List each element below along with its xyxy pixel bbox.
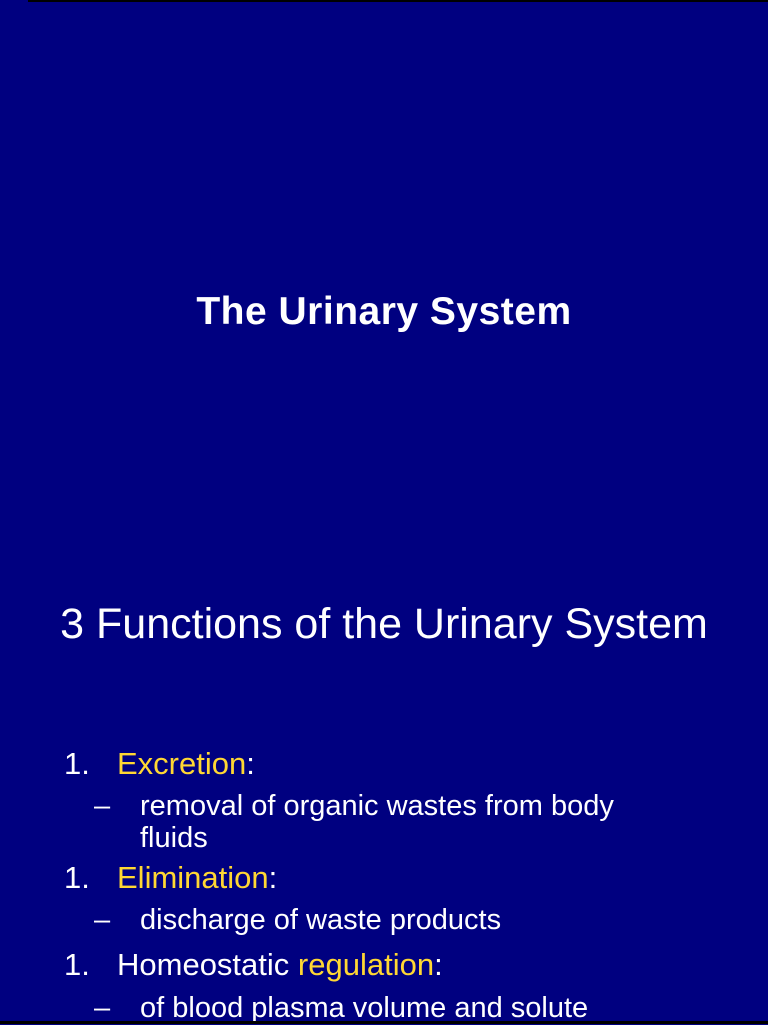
slide-title: The Urinary System [196,290,572,333]
bottom-edge-strip [0,1021,768,1024]
list-item-colon: : [434,947,443,982]
list-item-keyword: regulation [297,947,435,982]
dash-bullet-icon: – [94,904,111,936]
list-item-number: 1. [64,947,90,982]
list-item-label: Excretion: [117,745,255,783]
dash-bullet-icon: – [94,790,111,822]
list-item-label: Elimination: [117,859,277,897]
list-item-number: 1. [64,746,90,781]
top-edge-strip [28,0,768,2]
list-item-number: 1. [64,860,90,895]
list-item-keyword: Excretion [117,746,247,781]
sub-bullet-text: of blood plasma volume and solute [140,992,589,1024]
list-item-colon: : [268,860,278,895]
sub-bullet-text: discharge of waste products [140,904,502,936]
sub-bullet-text: removal of organic wastes from body [140,790,614,822]
list-item-label: Homeostatic regulation: [117,946,443,984]
sub-bullet-text: fluids [140,822,208,854]
dash-bullet-icon: – [94,992,111,1024]
list-item-prefix: Homeostatic [117,947,298,982]
functions-slide-heading: 3 Functions of the Urinary System [60,600,708,648]
list-item-keyword: Elimination [117,860,269,895]
list-item-colon: : [246,746,255,781]
